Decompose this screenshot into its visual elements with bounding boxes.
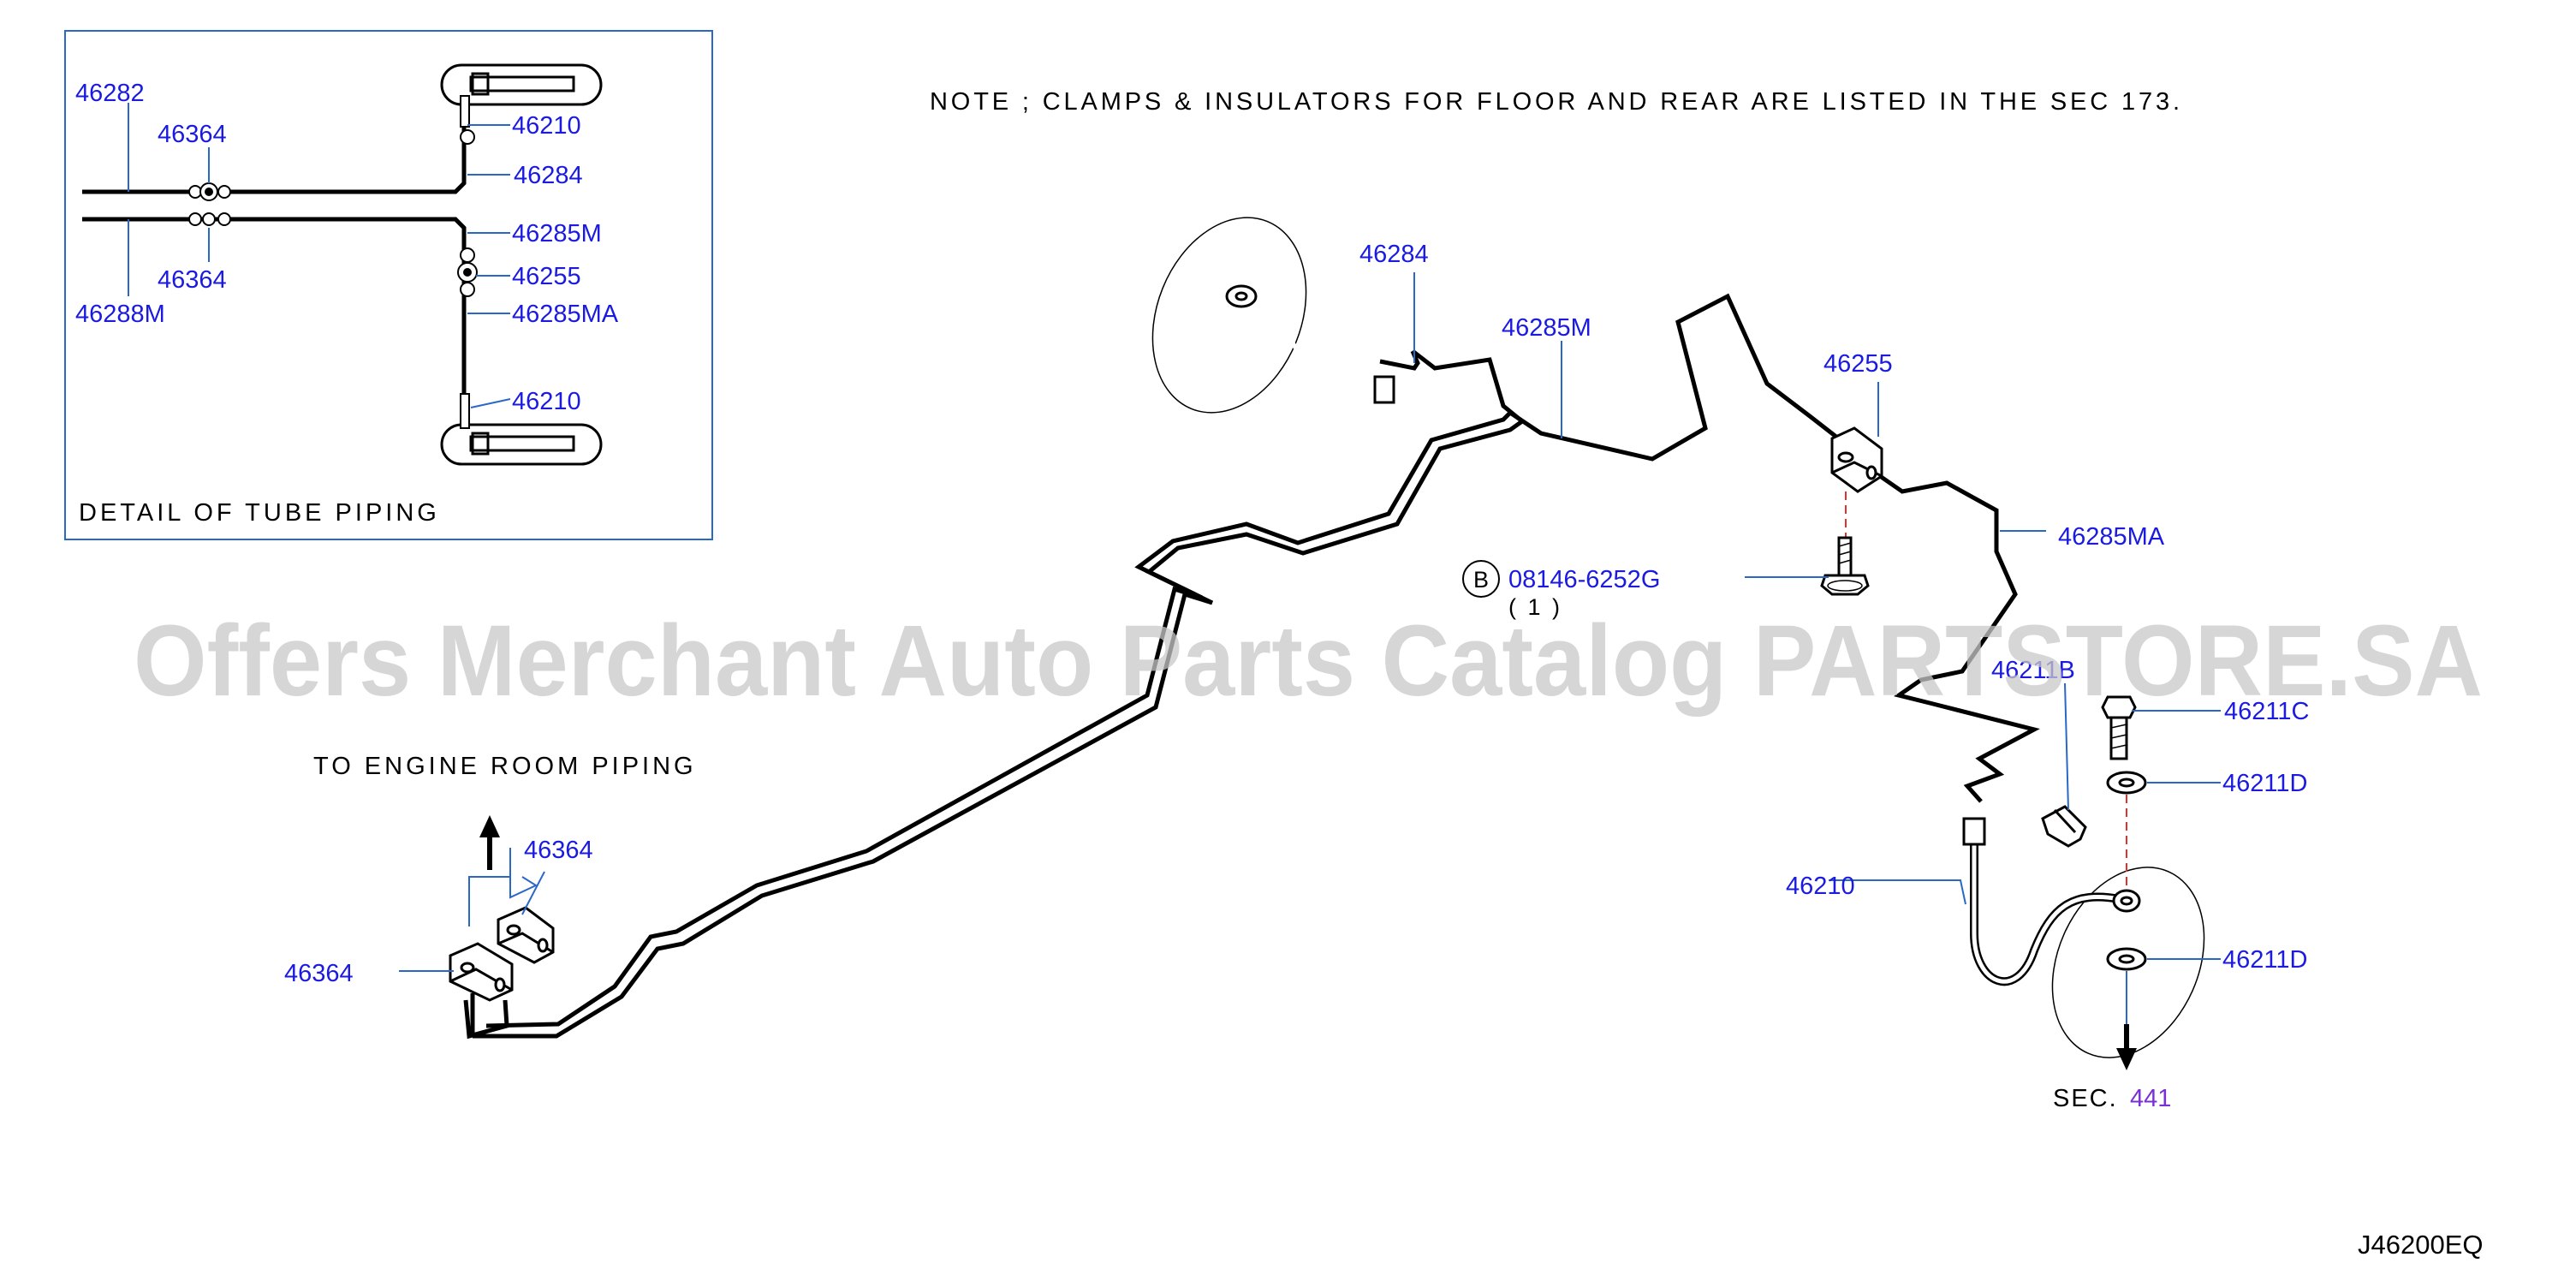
main-leaders <box>399 272 2221 972</box>
rear-hose-fitting <box>1962 817 1986 846</box>
sec-prefix: SEC. <box>2053 1085 2118 1112</box>
main-tube-46285MA-run <box>1878 474 2040 803</box>
label-46284[interactable]: 46284 <box>1359 241 1429 268</box>
bolt-quantity: ( 1 ) <box>1508 594 1562 620</box>
rear-hose-group <box>1962 817 2205 1058</box>
detail-tube-upper <box>82 120 467 194</box>
detail-clip-upper <box>188 182 231 201</box>
note-text: NOTE ; CLAMPS & INSULATORS FOR FLOOR AND… <box>930 88 2183 116</box>
bolt-callout-circle <box>1462 560 1500 598</box>
detail-label-46210-top: 46210 <box>512 112 581 140</box>
label-46255[interactable]: 46255 <box>1823 350 1893 378</box>
clip-46364-lower <box>449 942 514 1002</box>
label-46364-upper[interactable]: 46364 <box>524 837 593 864</box>
label-46211C[interactable]: 46211C <box>2224 698 2309 725</box>
detail-label-46284: 46284 <box>514 162 583 189</box>
clip-46364-upper <box>497 906 555 964</box>
detail-bracket-top <box>440 63 603 128</box>
detail-bracket-bottom <box>440 393 603 466</box>
detail-frame <box>64 30 713 540</box>
detail-clip-lower <box>188 212 231 226</box>
diagram-code: J46200EQ <box>2358 1230 2484 1260</box>
label-46285MA[interactable]: 46285MA <box>2058 523 2165 551</box>
main-tube-lower-run <box>485 411 1512 1028</box>
main-tube-46285M-run <box>1508 293 1842 462</box>
detail-label-46255: 46255 <box>512 263 581 290</box>
label-46211D-bottom[interactable]: 46211D <box>2222 946 2307 974</box>
detail-box: 46282 46364 46210 46284 46364 46285M 462… <box>64 30 713 540</box>
arrow-down-icon <box>2116 971 2137 1070</box>
bolt-callout-letter: B <box>1473 567 1489 593</box>
rear-brake-outline <box>2051 867 2205 1058</box>
detail-leaders <box>128 103 511 408</box>
front-brake-outline <box>1151 217 1307 414</box>
bolt-callout: B 08146-6252G ( 1 ) <box>1462 560 1660 620</box>
washer-46211D-top <box>2106 771 2147 795</box>
to-engine-room-label: TO ENGINE ROOM PIPING <box>313 753 697 780</box>
label-46211B[interactable]: 46211B <box>1991 657 2075 684</box>
bolt-46211C <box>2101 695 2137 760</box>
bolt-08146-6252G <box>1820 536 1870 596</box>
detail-label-46364-upper: 46364 <box>158 121 227 148</box>
detail-caption: DETAIL OF TUBE PIPING <box>79 499 440 527</box>
washer-46211D-bottom <box>2106 947 2147 971</box>
detail-label-46285M: 46285M <box>512 220 602 247</box>
watermark: Offers Merchant Auto Parts Catalog PARTS… <box>134 605 2483 718</box>
main-tube-46284-tip <box>1379 350 1420 371</box>
front-hose-group <box>1151 217 1395 496</box>
rear-hose-outer <box>1970 834 2121 986</box>
label-46364-lower[interactable]: 46364 <box>284 960 354 987</box>
detail-label-46288M: 46288M <box>75 301 165 328</box>
junction-block-46255 <box>1830 426 1883 538</box>
detail-tube-lower <box>82 217 467 421</box>
sec-441-link[interactable]: 441 <box>2130 1085 2171 1112</box>
main-tube-routing <box>470 293 2040 1039</box>
detail-clip-46255 <box>457 247 478 297</box>
arrow-up-icon <box>479 815 500 870</box>
detail-fitting-top <box>460 129 475 145</box>
detail-label-46364-lower: 46364 <box>158 266 227 294</box>
label-46210[interactable]: 46210 <box>1786 873 1855 900</box>
detail-label-46282: 46282 <box>75 80 145 107</box>
detail-label-46285MA: 46285MA <box>512 301 619 328</box>
label-46211D-top[interactable]: 46211D <box>2222 770 2307 797</box>
detail-label-46210-bottom: 46210 <box>512 388 581 415</box>
label-08146-6252G[interactable]: 08146-6252G <box>1508 566 1660 593</box>
front-hose-fitting <box>1373 375 1395 404</box>
clip-46211B <box>2041 805 2087 848</box>
label-46285M[interactable]: 46285M <box>1502 314 1591 342</box>
